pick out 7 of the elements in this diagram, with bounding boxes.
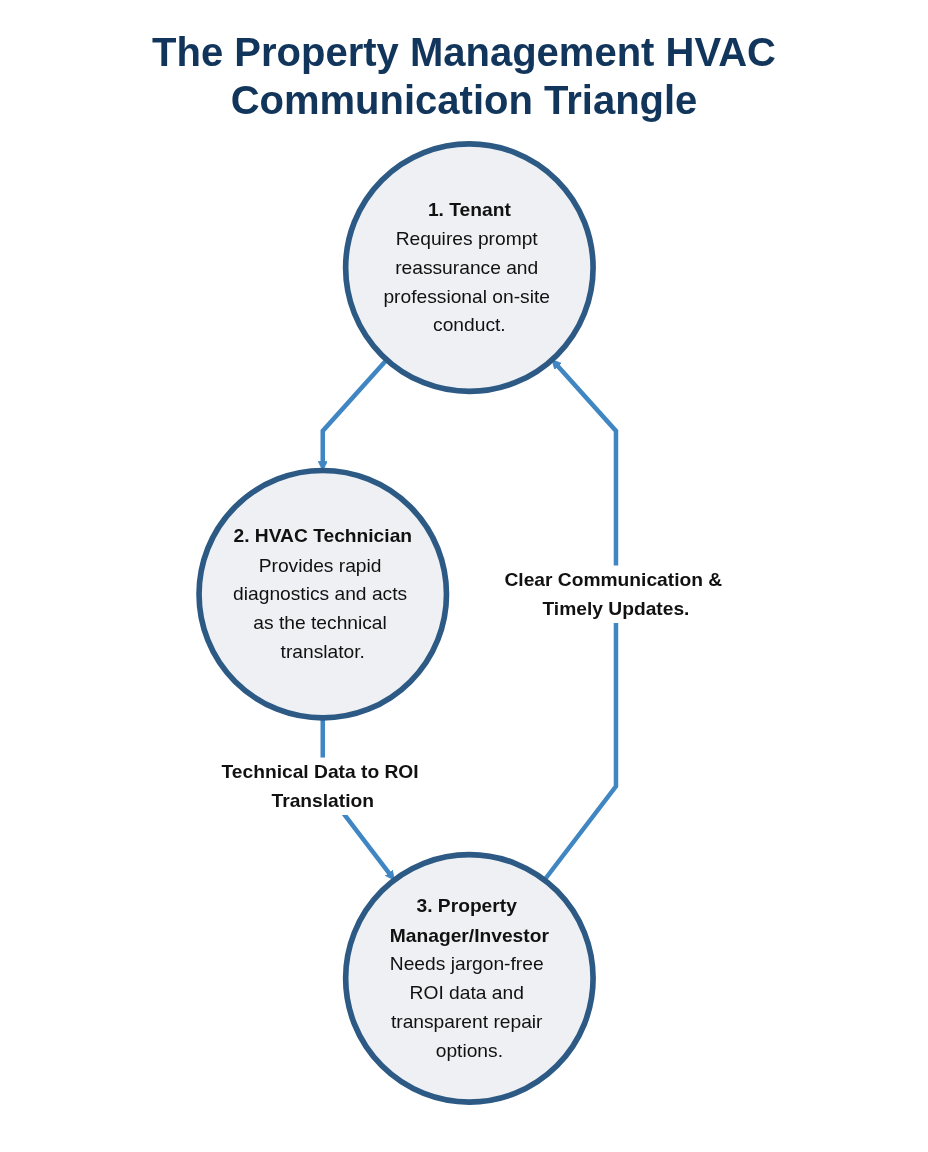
arrow — [542, 359, 619, 882]
edge-label: Clear Communication & Timely Updates. — [504, 568, 723, 620]
node-circle: 2. HVAC Technician Provides rapid diagnostics and acts as the technical translator. — [196, 467, 450, 721]
node-circle: 1. Tenant Requires prompt reassurance and professional on-site conduct. — [342, 141, 596, 395]
title: The Property Management HVAC Communication Triangle — [151, 29, 777, 124]
node-circle: 3. Property Manager/Investor Needs jargon-free ROI data and transparent repair options. — [342, 851, 596, 1105]
edge-label: Technical Data to ROI Translation — [221, 760, 419, 812]
